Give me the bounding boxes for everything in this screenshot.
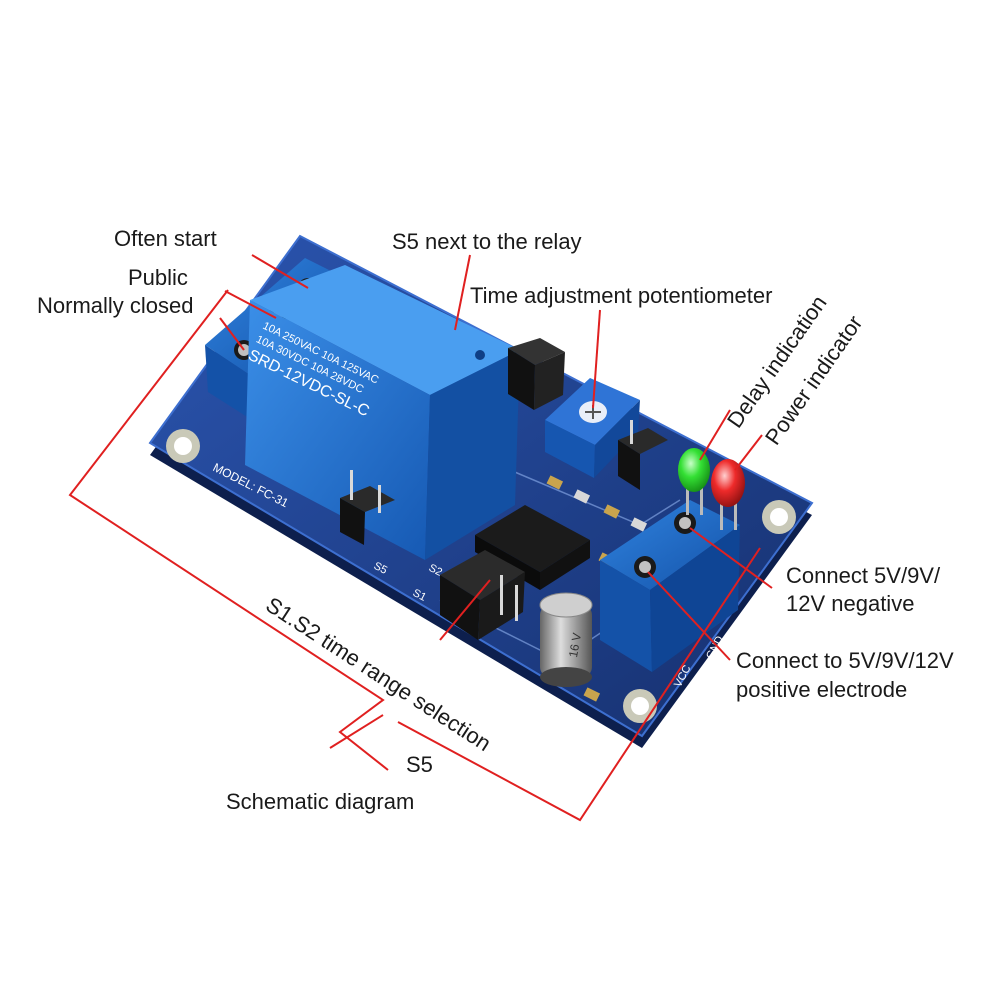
leader-power-led (734, 434, 763, 471)
silk-s1: S1 (411, 587, 428, 604)
label-s5: S5 (406, 752, 433, 777)
schematic-wire (329, 714, 384, 749)
label-time-adjustment: Time adjustment potentiometer (470, 283, 773, 308)
label-connect-negative-line-2: 12V negative (786, 591, 915, 616)
leader-s5-relay (454, 254, 471, 331)
capacitor: 16 V (539, 592, 593, 687)
label-connect-negative-line-1: Connect 5V/9V/ (786, 563, 941, 588)
relay-jumper (508, 338, 565, 410)
label-normally-closed: Normally closed (37, 293, 194, 318)
label-connect-positive-line-1: Connect to 5V/9V/12V (736, 648, 954, 673)
leader-negative (689, 527, 773, 589)
mounting-hole (166, 429, 200, 463)
terminal-screw (634, 556, 656, 578)
s1-s2-jumper-block (440, 550, 525, 640)
schematic-wire (397, 547, 761, 822)
label-public: Public (128, 265, 188, 290)
jumper-header (618, 420, 668, 490)
schematic-wire (68, 289, 389, 771)
power-led-red (711, 459, 745, 530)
leader-often-start (251, 254, 309, 289)
label-connect-positive-line-2: positive electrode (736, 677, 908, 702)
silk-s2: S2 (427, 562, 444, 579)
power-terminal-block (600, 500, 740, 672)
label-schematic-diagram: Schematic diagram (226, 789, 415, 814)
capacitor-rating: 16 V (566, 632, 584, 659)
potentiometer (545, 378, 640, 478)
silk-s5: S5 (372, 560, 389, 577)
leader-potentiometer (592, 309, 601, 409)
leader-public (224, 290, 277, 319)
mounting-hole (762, 500, 796, 534)
label-often-start: Often start (114, 226, 217, 251)
leader-time-range (439, 579, 491, 641)
leader-positive (647, 571, 731, 661)
leader-lines (68, 254, 773, 822)
leader-delay-led (699, 409, 731, 461)
label-s5-next-to-relay: S5 next to the relay (392, 229, 582, 254)
s5-jumper (340, 470, 395, 545)
delay-led-green (678, 448, 710, 515)
leader-normally-closed (219, 317, 245, 351)
mounting-hole (623, 689, 657, 723)
